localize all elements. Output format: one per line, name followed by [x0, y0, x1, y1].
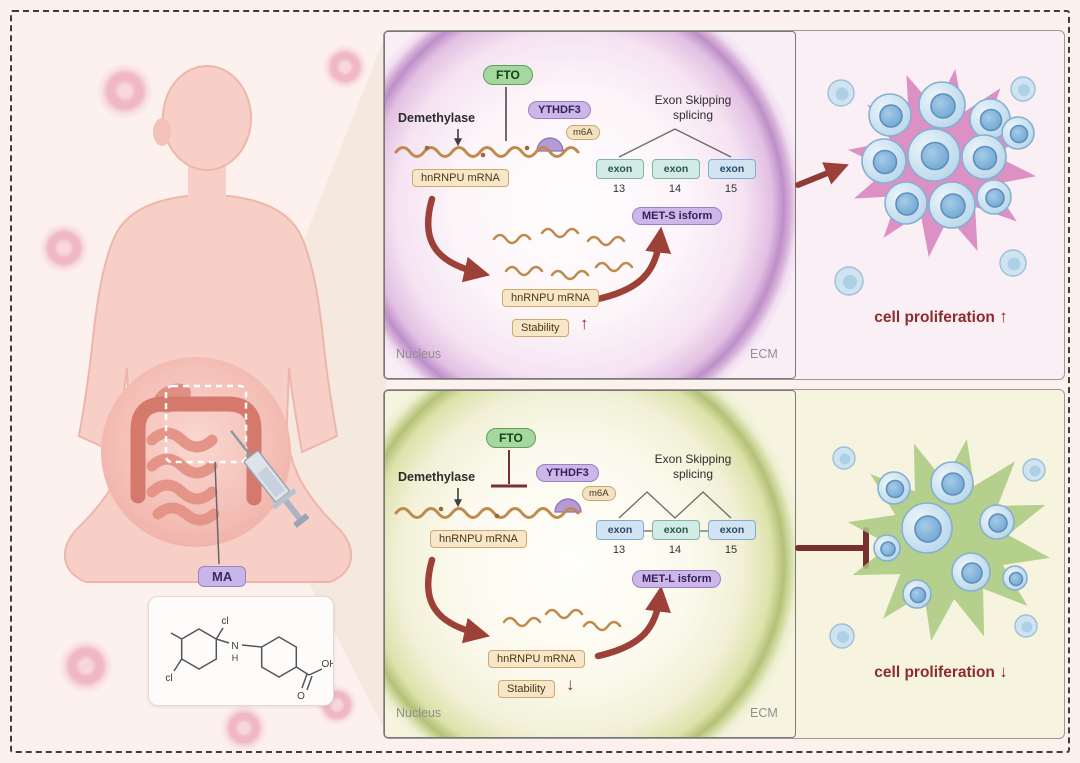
pink-cell-blob [38, 222, 90, 274]
nucleus-label: Nucleus [396, 706, 442, 720]
fto-label: FTO [483, 65, 533, 85]
intestine-illustration [101, 357, 291, 565]
ythdf3-label: YTHDF3 [536, 464, 599, 482]
down-arrow-icon: ↓ [999, 662, 1008, 681]
exon-skip-connector [618, 128, 732, 158]
chemical-structure-card: cl cl N H O OH [148, 596, 337, 706]
large-intestine [130, 396, 262, 506]
ecm-label: ECM [750, 706, 778, 720]
mrna-copies [492, 227, 634, 281]
exon-inclusion-connector [618, 491, 732, 519]
exon14-box: exon [652, 520, 700, 540]
hnrnpu-mrna-label: hnRNPU mRNA [488, 650, 585, 668]
m6a-label: m6A [582, 486, 616, 501]
m6a-label: m6A [566, 125, 600, 140]
exon-skipping-caption: Exon Skipping splicing [654, 452, 732, 481]
exon13-number: 13 [612, 183, 626, 195]
syringe-icon [230, 429, 310, 528]
mrna-wave [394, 507, 580, 519]
exon15-box: exon [708, 159, 756, 179]
cl-label: cl [165, 673, 172, 684]
ythdf3-label: YTHDF3 [528, 101, 591, 119]
met-l-isoform-label: MET-L isform [632, 570, 722, 588]
exon15-number: 15 [724, 183, 738, 195]
exon15-box: exon [708, 520, 756, 540]
splicing-arrow [594, 226, 672, 303]
scattered-cells [827, 76, 1036, 296]
bottom-panel-graphics [394, 438, 1051, 660]
stability-label: Stability [498, 680, 555, 698]
small-intestine [146, 427, 220, 526]
exon13-number: 13 [612, 544, 626, 556]
hnrnpu-mrna-label: hnRNPU mRNA [430, 530, 527, 548]
proliferation-arrow [795, 162, 849, 188]
ma-pointer-line [214, 461, 220, 565]
pink-cell-blob [96, 62, 154, 120]
exon14-number: 14 [668, 183, 682, 195]
up-arrow-icon: ↑ [580, 314, 589, 333]
exon14-box: exon [652, 159, 700, 179]
cell-cluster [861, 81, 1035, 229]
pathway-panel-ma-treated: FTO Demethylase YTHDF3 m6A hnRNPU mRNA h… [383, 389, 1065, 739]
stabilization-arrow [424, 195, 491, 283]
demethylase-label: Demethylase [398, 470, 476, 484]
top-panel-graphics [394, 68, 1037, 303]
h-label: H [232, 653, 239, 663]
cell-proliferation-label: cell proliferation ↑ [874, 307, 1008, 326]
exon15-number: 15 [724, 544, 738, 556]
scattered-cells [829, 446, 1046, 649]
nucleus-mechanism-box [384, 390, 796, 738]
stability-label: Stability [512, 319, 569, 337]
down-arrow-icon: ↓ [566, 675, 575, 694]
up-arrow-icon: ↑ [999, 307, 1008, 326]
head [162, 65, 252, 171]
splicing-arrow [594, 585, 671, 660]
hnrnpu-mrna-label: hnRNPU mRNA [502, 289, 599, 307]
exon14-number: 14 [668, 544, 682, 556]
fto-label: FTO [486, 428, 536, 448]
nucleus-label: Nucleus [396, 347, 442, 361]
meclofenamic-acid-structure: cl cl N H O OH [165, 616, 336, 702]
exon-skipping-caption: Exon Skipping splicing [654, 93, 732, 122]
degradation-arrow [424, 556, 491, 644]
cell-cluster-sparse [873, 461, 1028, 609]
ear [153, 118, 171, 146]
ecm-label: ECM [750, 347, 778, 361]
ma-drug-label: MA [198, 566, 247, 587]
demethylase-label: Demethylase [398, 111, 476, 125]
o-label: O [297, 691, 305, 702]
exon13-box: exon [596, 520, 644, 540]
pink-cell-blob [322, 44, 368, 90]
met-s-isoform-label: MET-S isform [632, 207, 723, 225]
mrna-wave [394, 146, 580, 158]
hnrnpu-mrna-label: hnRNPU mRNA [412, 169, 509, 187]
mrna-copies [502, 608, 622, 632]
pathway-panel-untreated: FTO Demethylase YTHDF3 m6A hnRNPU mRNA h… [383, 30, 1065, 380]
exon13-box: exon [596, 159, 644, 179]
n-label: N [231, 641, 238, 652]
cl-label: cl [221, 616, 228, 627]
pink-cell-blob [58, 638, 114, 694]
oh-label: OH [322, 659, 334, 670]
pink-cell-blob [220, 704, 268, 752]
cell-proliferation-label: cell proliferation ↓ [874, 662, 1008, 681]
nucleus-mechanism-box [384, 31, 796, 379]
zoom-target-square [164, 384, 248, 464]
